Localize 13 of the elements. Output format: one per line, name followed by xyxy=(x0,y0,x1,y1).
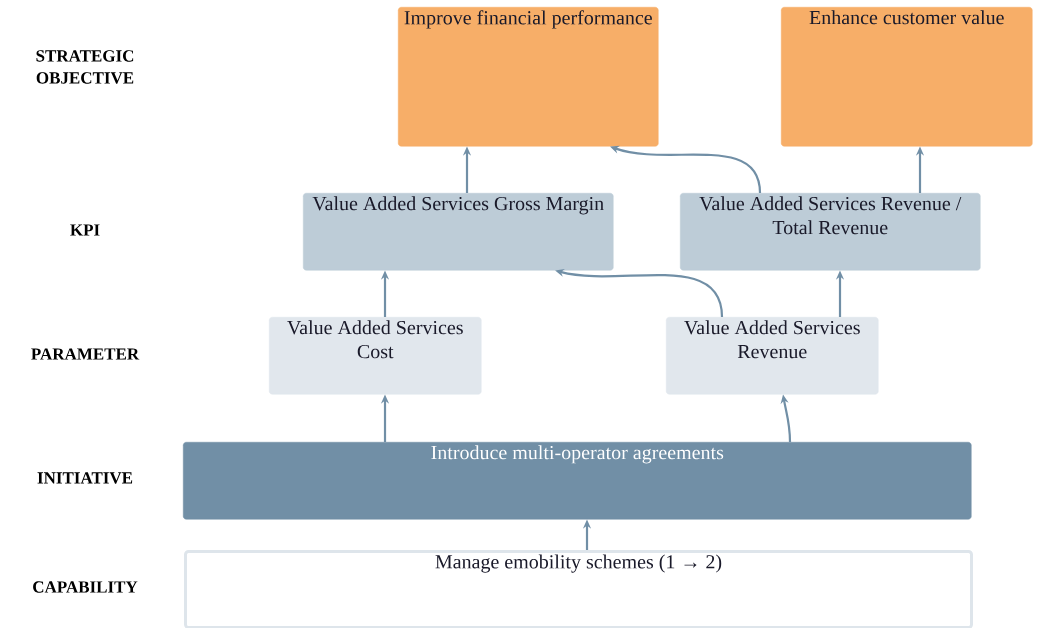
kpi-box: Value Added Services Gross Margin xyxy=(303,193,614,271)
level-label: INITIATIVE xyxy=(37,472,133,484)
parameter-box: Value Added Services Revenue xyxy=(666,317,879,395)
capability-box: Manage emobility schemes (1 → 2) xyxy=(184,550,973,628)
level-label: CAPABILITY xyxy=(33,581,138,593)
level-label: STRATEGIC OBJECTIVE xyxy=(36,50,134,84)
objective-box: Improve financial performance xyxy=(398,7,659,147)
level-label: PARAMETER xyxy=(31,348,140,360)
initiative-box: Introduce multi-operator agreements xyxy=(183,442,972,520)
kpi-box: Value Added Services Revenue / Total Revenue xyxy=(680,193,981,271)
objective-box: Enhance customer value xyxy=(781,7,1033,147)
level-label: KPI xyxy=(70,224,100,236)
parameter-box: Value Added Services Cost xyxy=(269,317,482,395)
